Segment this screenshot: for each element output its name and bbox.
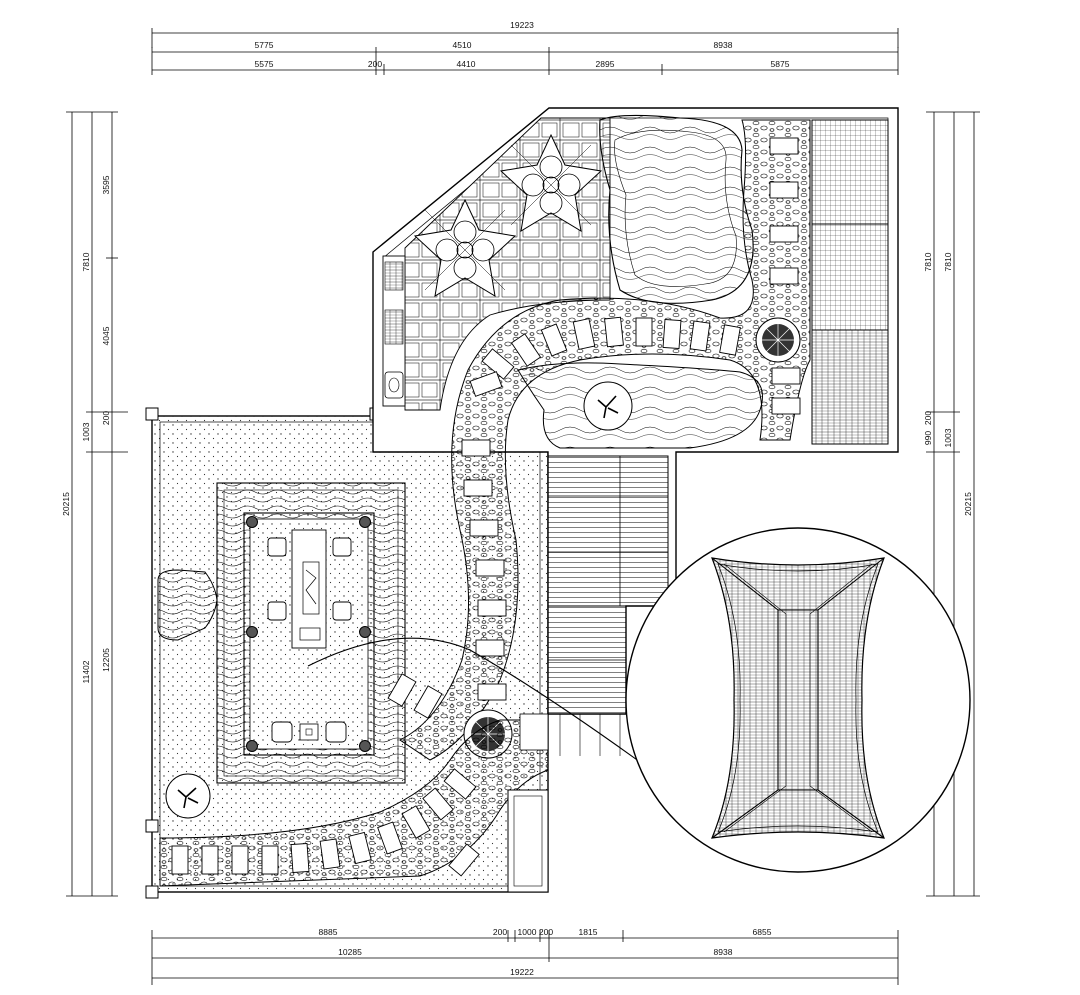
dim-bot-d: 200	[539, 927, 553, 937]
stepping-stones-lower	[171, 768, 480, 877]
stepping-stones-upper	[387, 137, 801, 719]
chair-icon	[267, 601, 287, 621]
storage-room	[507, 789, 549, 893]
tree-icon	[165, 773, 211, 819]
dim-right-upper-b: 7810	[943, 252, 953, 271]
bottom-dimensions: 8885 200 1000 200 1815 6855 10285 8938 1…	[151, 927, 899, 985]
dim-right-total: 20215	[963, 492, 973, 516]
dim-top-a: 5775	[255, 40, 274, 50]
umbrella-icon	[413, 198, 517, 297]
upper-pond	[599, 114, 754, 304]
left-dimensions: 20215 11402 7810 3595 4045 200 1003 1220…	[61, 111, 128, 897]
lower-pond	[517, 362, 763, 449]
umbrella-icon	[499, 133, 603, 232]
dim-bot-g: 10285	[338, 947, 362, 957]
dim-top-total: 19223	[510, 20, 534, 30]
dim-left-200: 200	[101, 411, 111, 425]
dim-bot-a: 8885	[319, 927, 338, 937]
dim-left-4045: 4045	[101, 326, 111, 345]
dim-right-upper-a: 7810	[923, 252, 933, 271]
dim-bot-total: 19222	[510, 967, 534, 977]
steps	[519, 713, 626, 756]
shrub-icon	[755, 317, 801, 363]
dim-top-h: 5875	[771, 59, 790, 69]
dim-top-g: 2895	[596, 59, 615, 69]
tree-icon	[583, 381, 633, 431]
pillar-icon	[246, 740, 258, 752]
dim-right-990: 990	[923, 431, 933, 445]
side-table	[299, 723, 319, 741]
dim-left-1003: 1003	[81, 422, 91, 441]
dim-top-e: 200	[368, 59, 382, 69]
dim-bot-b: 200	[493, 927, 507, 937]
dim-top-c: 8938	[714, 40, 733, 50]
dim-top-b: 4510	[453, 40, 472, 50]
pillar-icon	[359, 740, 371, 752]
pebble-path-lower	[159, 719, 549, 887]
chair-icon	[271, 721, 293, 743]
dim-left-upper: 7810	[81, 252, 91, 271]
sink-icon	[384, 371, 404, 399]
top-dimensions: 19223 5775 4510 8938 5575 200 4410 2895 …	[151, 20, 899, 75]
pillar-icon	[359, 516, 371, 528]
dim-bot-f: 6855	[753, 927, 772, 937]
pillar-icon	[359, 626, 371, 638]
chair-icon	[325, 721, 347, 743]
dim-bot-c: 1000	[518, 927, 537, 937]
dim-left-total: 20215	[61, 492, 71, 516]
dim-left-3595: 3595	[101, 175, 111, 194]
dim-right-200: 200	[923, 411, 933, 425]
dim-left-12205: 12205	[101, 648, 111, 672]
dim-top-f: 4410	[457, 59, 476, 69]
dim-bot-e: 1815	[579, 927, 598, 937]
dim-bot-h: 8938	[714, 947, 733, 957]
chair-icon	[267, 537, 287, 557]
callout-leader	[307, 637, 641, 763]
chair-icon	[332, 601, 352, 621]
pillar-icon	[246, 516, 258, 528]
dim-right-1003: 1003	[943, 428, 953, 447]
dim-left-lower: 11402	[81, 660, 91, 683]
chair-icon	[332, 537, 352, 557]
pillar-icon	[246, 626, 258, 638]
dim-top-d: 5575	[255, 59, 274, 69]
umbrella-detail-callout	[625, 527, 971, 873]
grid-planter	[811, 119, 889, 445]
tea-pavilion	[243, 512, 375, 756]
counter-strip	[382, 255, 406, 407]
